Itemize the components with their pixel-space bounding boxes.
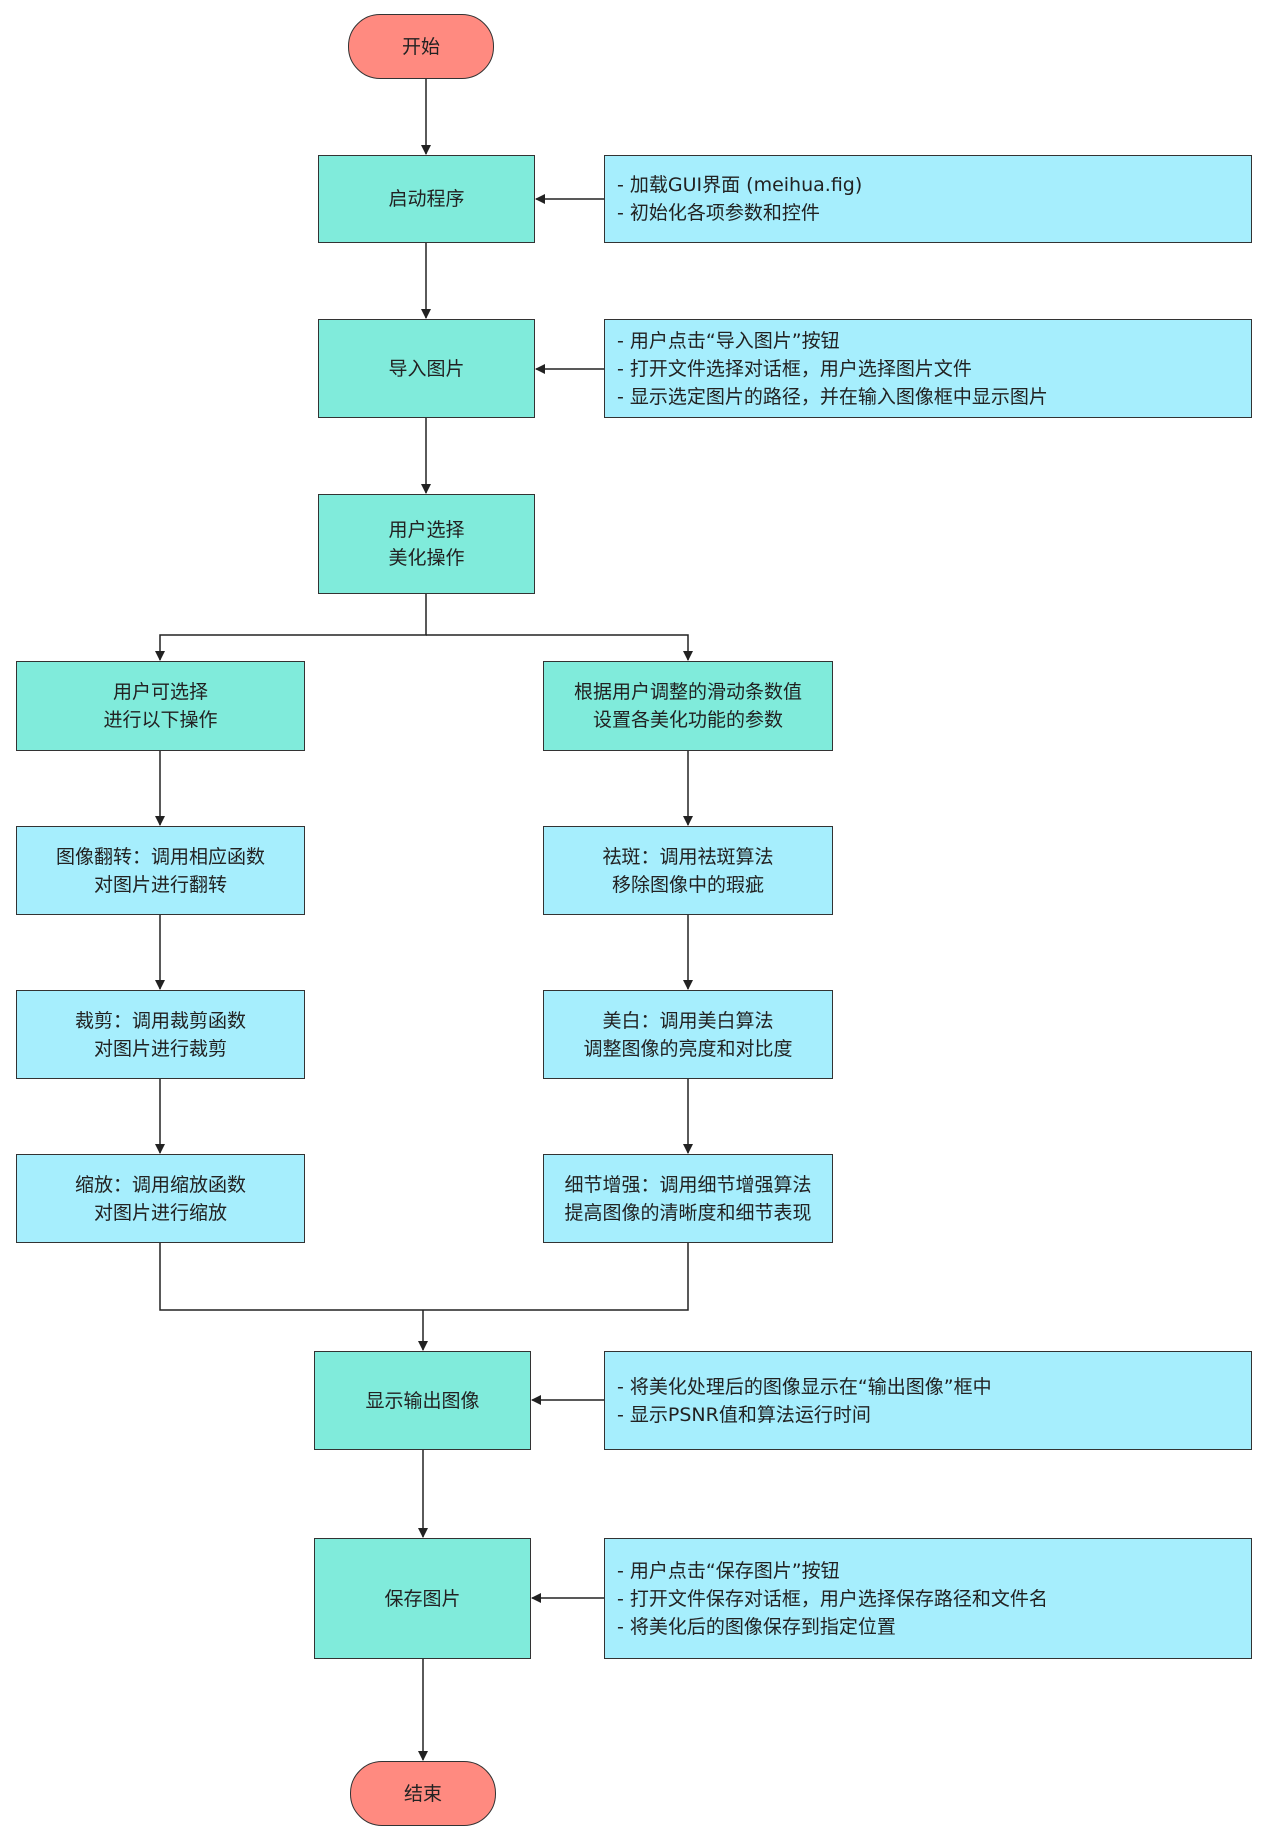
connector-split: [155, 594, 427, 661]
save-note-line-2: - 打开文件保存对话框，用户选择保存路径和文件名: [617, 1587, 1048, 1610]
save-note-line-3: - 将美化后的图像保存到指定位置: [617, 1615, 896, 1638]
start-label: 开始: [401, 35, 440, 58]
end-label: 结束: [403, 1782, 442, 1805]
end-terminal: 结束: [350, 1761, 496, 1826]
flip-step: 图像翻转：调用相应函数 对图片进行翻转: [16, 826, 305, 915]
launch-note-line-2: - 初始化各项参数和控件: [617, 202, 820, 224]
left-header-line-2: 进行以下操作: [103, 709, 218, 731]
detail-step: 细节增强：调用细节增强算法 提高图像的清晰度和细节表现: [543, 1154, 833, 1243]
whiten-line-2: 调整图像的亮度和对比度: [583, 1037, 793, 1060]
crop-line-2: 对图片进行裁剪: [93, 1037, 227, 1060]
display-step: 显示输出图像: [314, 1351, 531, 1450]
import-step: 导入图片: [318, 319, 535, 418]
save-note: - 用户点击“保存图片”按钮 - 打开文件保存对话框，用户选择保存路径和文件名 …: [604, 1538, 1252, 1659]
launch-note: - 加载GUI界面 (meihua.fig) - 初始化各项参数和控件: [604, 155, 1252, 243]
zoom-line-1: 缩放：调用缩放函数: [74, 1173, 246, 1196]
flip-line-2: 对图片进行翻转: [93, 873, 227, 896]
choose-step: 用户选择 美化操作: [318, 494, 535, 594]
launch-step: 启动程序: [318, 155, 535, 243]
save-note-line-1: - 用户点击“保存图片”按钮: [617, 1559, 840, 1582]
crop-step: 裁剪：调用裁剪函数 对图片进行裁剪: [16, 990, 305, 1079]
left-branch-header: 用户可选择 进行以下操作: [16, 661, 305, 751]
import-note-line-3: - 显示选定图片的路径，并在输入图像框中显示图片: [617, 385, 1048, 408]
launch-label: 启动程序: [388, 188, 465, 210]
launch-note-line-1: - 加载GUI界面 (meihua.fig): [617, 174, 863, 196]
import-note-line-2: - 打开文件选择对话框，用户选择图片文件: [617, 357, 972, 380]
import-note: - 用户点击“导入图片”按钮 - 打开文件选择对话框，用户选择图片文件 - 显示…: [604, 319, 1252, 418]
right-header-line-1: 根据用户调整的滑动条数值: [573, 681, 802, 703]
whiten-line-1: 美白：调用美白算法: [602, 1009, 774, 1032]
display-note-line-2: - 显示PSNR值和算法运行时间: [617, 1403, 871, 1426]
connector-split-right: [426, 634, 693, 661]
display-label: 显示输出图像: [365, 1389, 480, 1412]
save-step: 保存图片: [314, 1538, 531, 1659]
flip-line-1: 图像翻转：调用相应函数: [55, 845, 265, 868]
zoom-line-2: 对图片进行缩放: [93, 1201, 227, 1224]
spot-line-1: 祛斑：调用祛斑算法: [602, 845, 774, 868]
display-note-line-1: - 将美化处理后的图像显示在“输出图像”框中: [617, 1375, 992, 1398]
import-label: 导入图片: [388, 357, 465, 380]
start-terminal: 开始: [348, 14, 494, 79]
save-label: 保存图片: [384, 1587, 461, 1610]
right-header-line-2: 设置各美化功能的参数: [592, 709, 783, 731]
choose-line-2: 美化操作: [388, 547, 465, 569]
whiten-step: 美白：调用美白算法 调整图像的亮度和对比度: [543, 990, 833, 1079]
choose-line-1: 用户选择: [388, 519, 465, 541]
right-branch-header: 根据用户调整的滑动条数值 设置各美化功能的参数: [543, 661, 833, 751]
connector-merge: [159, 1243, 689, 1311]
zoom-step: 缩放：调用缩放函数 对图片进行缩放: [16, 1154, 305, 1243]
spot-line-2: 移除图像中的瑕疵: [611, 873, 764, 896]
display-note: - 将美化处理后的图像显示在“输出图像”框中 - 显示PSNR值和算法运行时间: [604, 1351, 1252, 1450]
import-note-line-1: - 用户点击“导入图片”按钮: [617, 329, 840, 352]
crop-line-1: 裁剪：调用裁剪函数: [74, 1009, 246, 1032]
detail-line-2: 提高图像的清晰度和细节表现: [564, 1201, 812, 1224]
left-header-line-1: 用户可选择: [112, 681, 208, 703]
spot-step: 祛斑：调用祛斑算法 移除图像中的瑕疵: [543, 826, 833, 915]
detail-line-1: 细节增强：调用细节增强算法: [564, 1173, 812, 1196]
